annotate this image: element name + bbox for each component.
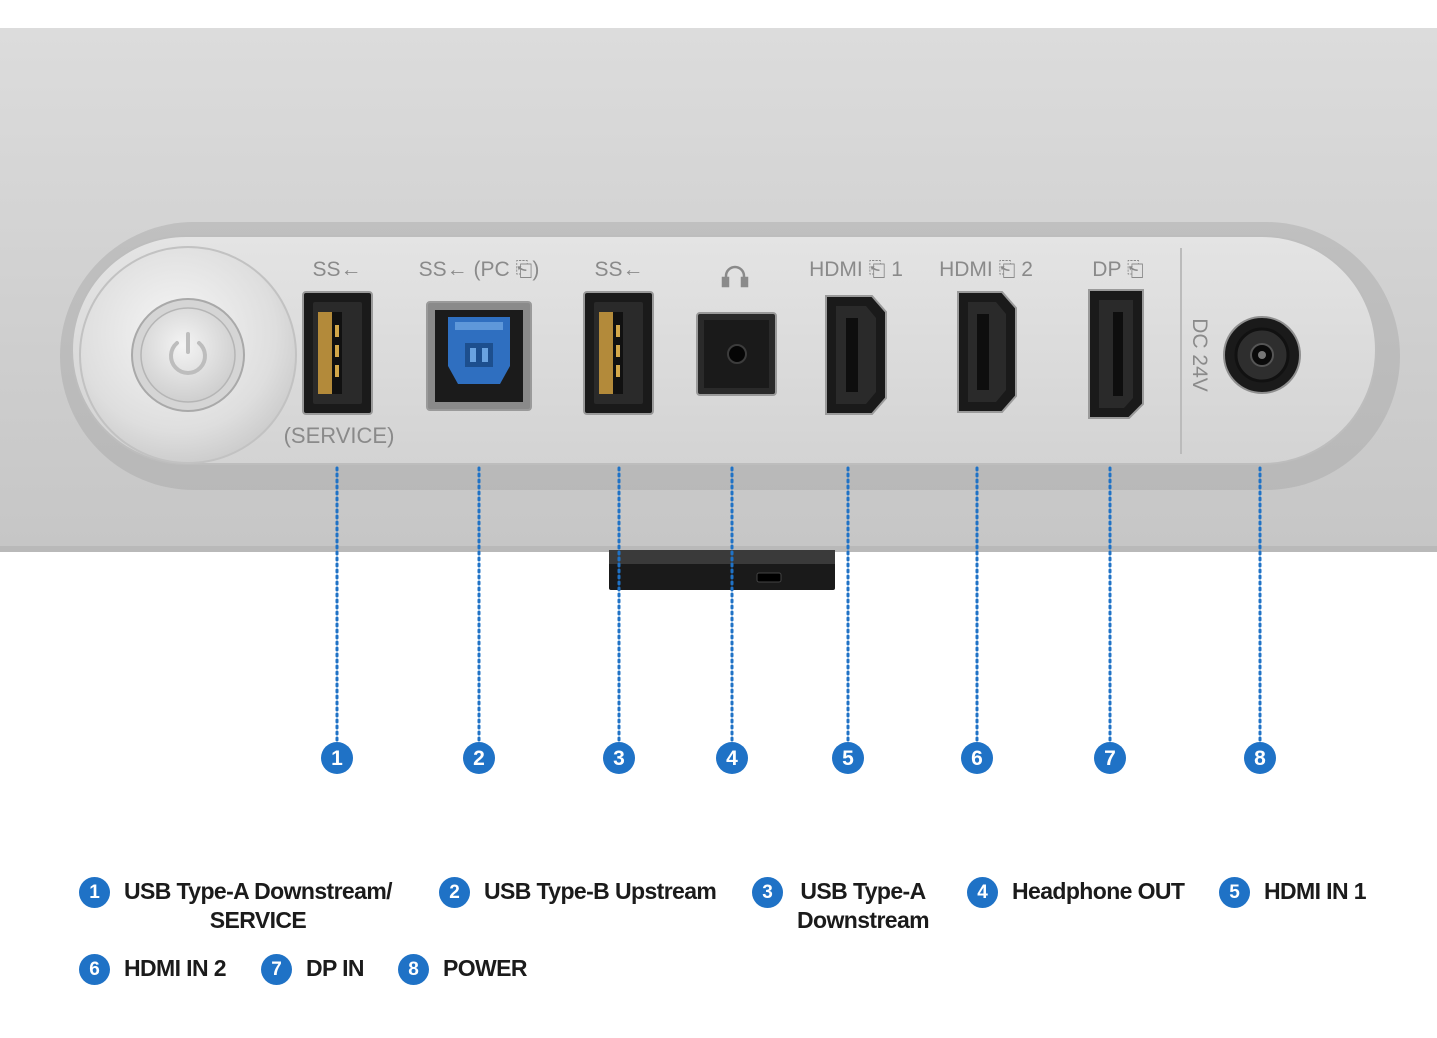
callout-marker-1 [321,742,353,774]
callout-number-4: 4 [726,747,738,770]
legend-item-1: 1 USB Type-A Downstream/ SERVICE [79,877,393,935]
port-headphone-out[interactable] [696,312,777,396]
legend-item-3: 3 USB Type-A Downstream [752,877,930,935]
callout-marker-5 [832,742,864,774]
legend-text: DP IN [306,955,365,981]
headphone-icon [721,265,749,288]
legend-text: USB Type-A Downstream [797,878,930,933]
power-symbol-icon [169,332,207,375]
callout-marker-4 [716,742,748,774]
legend-number-badge: 2 [439,877,470,908]
monitor-bottom-edge [0,546,1437,552]
callout-markers: 1 2 3 4 5 6 7 8 [321,742,1276,774]
callout-marker-6 [961,742,993,774]
legend-item-7: 7 DP IN [261,954,365,985]
legend-text: USB Type-B Upstream [484,878,717,904]
legend-text: HDMI IN 1 [1264,878,1367,904]
callout-marker-3 [603,742,635,774]
callout-marker-2 [463,742,495,774]
callout-number-5: 5 [842,747,854,770]
legend-item-8: 8 POWER [398,954,527,985]
port-6-label: HDMI ⎗ 2 [939,258,1033,281]
callout-number-3: 3 [613,747,625,770]
port-displayport[interactable] [1088,289,1144,419]
legend-item-5: 5 HDMI IN 1 [1219,877,1367,908]
port-hdmi-2[interactable] [957,291,1017,413]
legend-text: Headphone OUT [1012,878,1185,904]
legend-item-4: 4 Headphone OUT [967,877,1185,908]
callout-leader-lines [335,466,1262,742]
port-8-label: DC 24V [1188,318,1211,392]
legend-number-badge: 4 [967,877,998,908]
port-hdmi-1[interactable] [825,295,887,415]
legend-number-badge: 5 [1219,877,1250,908]
legend-number-badge: 8 [398,954,429,985]
callout-number-8: 8 [1254,747,1266,770]
port-usb-a-downstream[interactable] [583,291,654,415]
legend-number-badge: 3 [752,877,783,908]
port-7-label: DP ⎗ [1092,258,1143,281]
port-dc-power[interactable] [1223,316,1301,394]
legend-item-6: 6 HDMI IN 2 [79,954,227,985]
callout-number-1: 1 [331,747,343,770]
legend-item-2: 2 USB Type-B Upstream [439,877,717,908]
legend-text: POWER [443,955,527,981]
port-2-label: SS← (PC ⎗) [419,258,540,281]
callout-number-2: 2 [473,747,485,770]
port-sub-label: (SERVICE) [284,423,395,448]
callout-number-6: 6 [971,747,983,770]
legend-number-badge: 6 [79,954,110,985]
legend-number-badge: 1 [79,877,110,908]
legend-text: HDMI IN 2 [124,955,227,981]
legend-number-badge: 7 [261,954,292,985]
port-3-label: SS← [594,258,643,281]
port-1-label: SS← [312,258,361,281]
callout-number-7: 7 [1104,747,1116,770]
legend-text: USB Type-A Downstream/ SERVICE [124,878,393,933]
callout-marker-7 [1094,742,1126,774]
power-button[interactable] [140,307,236,403]
port-usb-a-service[interactable] [302,291,373,415]
callout-marker-8 [1244,742,1276,774]
port-5-label: HDMI ⎗ 1 [809,258,903,281]
port-usb-b-upstream[interactable] [426,301,532,411]
